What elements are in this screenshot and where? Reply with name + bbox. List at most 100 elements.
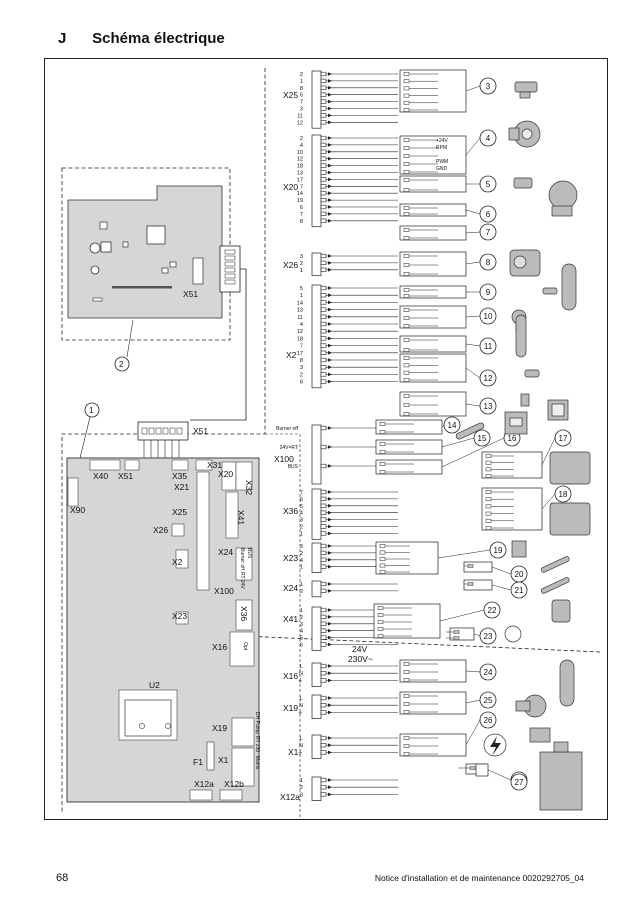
pcb-x26: X26: [153, 525, 168, 535]
burner-icon: [548, 180, 578, 217]
callout-1: [84, 402, 100, 418]
callout-22-label: 22: [488, 606, 497, 615]
voltage-divider: [199, 633, 601, 653]
callout-25-label: 25: [484, 696, 493, 705]
pin-label: 1: [300, 778, 303, 784]
pcb-dhw-pump: DH Pump: [254, 712, 260, 734]
callout-21: 21: [491, 581, 528, 599]
pin-label: 7: [300, 212, 303, 218]
pin-label: 2: [300, 785, 303, 791]
pcb-x25: X25: [172, 507, 187, 517]
pcb-x23: X23: [172, 611, 187, 621]
component-box: [481, 487, 543, 531]
component-box: [463, 561, 493, 573]
callout-15-label: 15: [478, 434, 487, 443]
pin-label: 1: [300, 582, 303, 588]
pin-label: 1: [300, 293, 303, 299]
callout-4: 4: [465, 129, 497, 156]
callout-12: 12: [465, 367, 497, 387]
pcb-x36: X36: [239, 606, 249, 621]
pin-label: 3: [300, 622, 303, 628]
pcb-mains: Mains: [254, 756, 260, 770]
valve-19-icon: [511, 540, 527, 558]
pin-label: 1: [300, 79, 303, 85]
tank-icon: [539, 741, 583, 811]
component-box: [399, 251, 467, 277]
connector-label-x36: X36: [283, 506, 298, 516]
sensor-3-icon: [514, 81, 538, 99]
voltage-230v: 230V~: [348, 654, 373, 664]
module-17-icon: [549, 451, 591, 485]
pin-label: N: [299, 671, 303, 677]
pcb-x31: X31: [207, 460, 222, 470]
probe-21-icon: [540, 577, 570, 594]
pin-label: N: [299, 703, 303, 709]
callout-27: 27: [475, 763, 528, 791]
component-box: [375, 541, 439, 575]
component-box: [399, 353, 467, 383]
pin-label: 8: [300, 219, 303, 225]
pin-label: 7: [300, 490, 303, 496]
pcb-x20: X20: [218, 469, 233, 479]
pin-label: 18: [297, 164, 303, 170]
callout-16-label: 16: [508, 434, 517, 443]
sensor-9-icon: [542, 287, 558, 295]
pin-label: 4: [300, 322, 303, 328]
pcb-x32: X32: [244, 480, 254, 495]
pcb-opt: Opt: [242, 642, 248, 651]
callout-3-label: 3: [486, 82, 491, 91]
callout-6-label: 6: [486, 210, 491, 219]
pin-label: 7: [300, 100, 303, 106]
pin-label: 1: [300, 268, 303, 274]
callout-14: 14: [441, 416, 461, 434]
thermostat-15-icon: [504, 411, 528, 435]
pin-label: 12: [297, 329, 303, 335]
board-enclosure: [61, 68, 266, 812]
connector-label-x25: X25: [283, 90, 298, 100]
pin-label: 2: [300, 551, 303, 557]
pin-label: 2: [300, 372, 303, 378]
pin-label: 2: [300, 589, 303, 595]
component-box: [481, 451, 543, 479]
pin-label: 14: [297, 300, 303, 306]
connector-label-x24: X24: [283, 583, 298, 593]
connector-label-x26: X26: [283, 260, 298, 270]
connector-label-x1: X1: [288, 747, 299, 757]
room-sensor-16-icon: [547, 399, 569, 421]
callout-19-label: 19: [494, 546, 503, 555]
pin-label: 5: [300, 636, 303, 642]
pin-label: 1: [300, 565, 303, 571]
pin-label: 5: [300, 286, 303, 292]
pcb-rt24: RT 24V: [239, 572, 245, 589]
pin-label: 6: [300, 643, 303, 649]
pin-label: 3: [300, 254, 303, 260]
callout-1-label: 1: [89, 406, 94, 415]
callout-5: 5: [466, 175, 497, 193]
pin-label: 4: [300, 511, 303, 517]
x51-board-plug: [137, 421, 189, 460]
pin-label: L: [300, 664, 303, 670]
connector-label-x23: X23: [283, 553, 298, 563]
display-board: [67, 185, 223, 319]
pin-label: 2: [300, 136, 303, 142]
pin-label: 2: [300, 525, 303, 531]
pcb-x21: X21: [174, 482, 189, 492]
valve-8-icon: [509, 249, 541, 277]
component-box: [375, 439, 443, 455]
connector-label-x2: X2: [286, 350, 297, 360]
pin-label: 4: [300, 558, 303, 564]
pin-label: 13: [297, 308, 303, 314]
pcb-x90: X90: [70, 505, 85, 515]
pump-5-icon: [513, 177, 533, 189]
pin-label: 2: [300, 261, 303, 267]
callout-19: 19: [437, 541, 507, 559]
pin-label: 17: [297, 177, 303, 183]
pin-label: Burner off: [276, 426, 298, 432]
box-22-icon: [551, 599, 571, 623]
pin-label: 6: [300, 93, 303, 99]
component-box: [399, 135, 467, 175]
